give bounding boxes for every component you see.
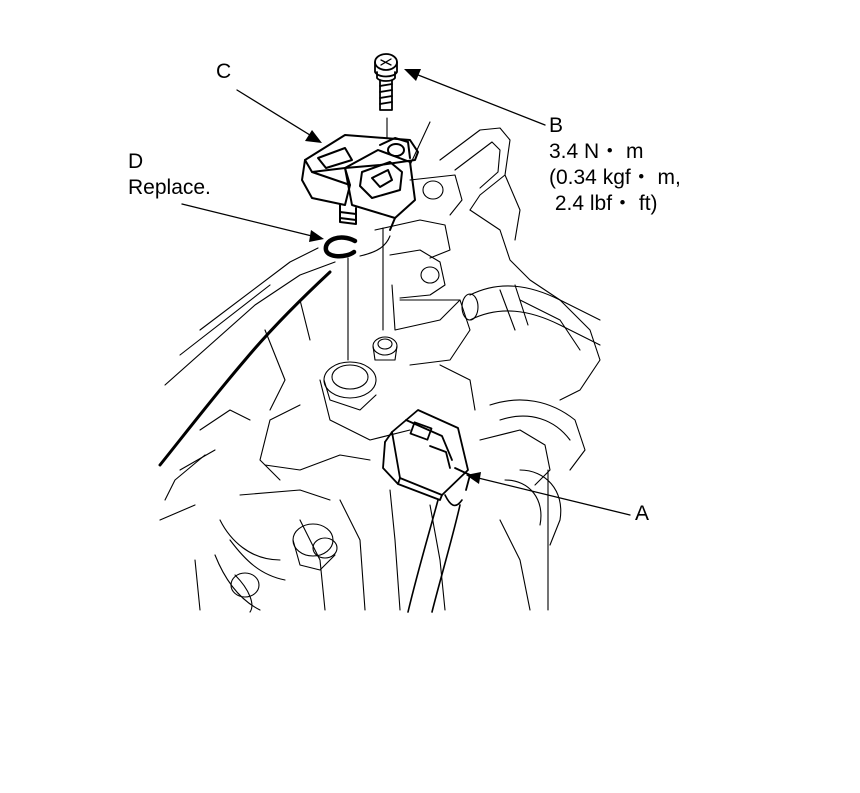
engine-background (158, 127, 601, 613)
sensor-c (301, 134, 419, 231)
alignment-lines (347, 117, 431, 361)
torque-spec-nm: 3.4 N・ m (549, 140, 644, 163)
torque-spec-lbfft: 2.4 lbf・ ft) (549, 192, 658, 215)
callout-b-label: B (549, 114, 564, 137)
bolt-b (374, 53, 398, 111)
callout-a-label: A (635, 502, 650, 525)
torque-spec-kgfm: (0.34 kgf・ m, (549, 166, 681, 189)
connector-a (382, 409, 471, 501)
callout-d-label: D (128, 150, 144, 173)
leader-arrowheads (305, 69, 481, 484)
wire-harness (407, 494, 463, 613)
callout-c-label: C (216, 60, 232, 83)
o-ring-d (323, 235, 358, 259)
callout-d-note: Replace. (128, 176, 211, 199)
leader-lines (181, 70, 631, 516)
